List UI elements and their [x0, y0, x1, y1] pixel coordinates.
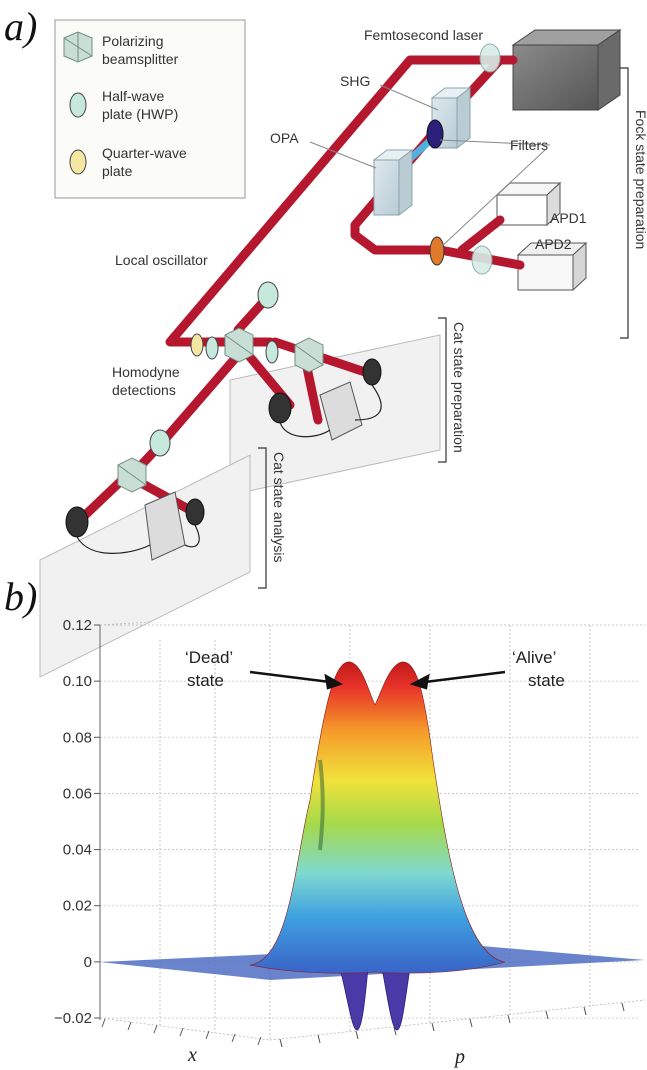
apd-beamsplitter-icon [471, 245, 493, 275]
panel-a-letter: a) [4, 4, 37, 49]
cable-3 [184, 524, 200, 548]
cable-2 [279, 421, 331, 438]
z-tick-label: 0.06 [63, 785, 92, 802]
z-tick-label: 0 [84, 954, 92, 971]
legend-beamsplitter-line2: beamsplitter [102, 51, 179, 67]
p-axis-label: p [453, 1046, 465, 1068]
apd2-detector [516, 241, 588, 292]
hwp-icon-2 [257, 281, 279, 309]
photodiode-4 [65, 506, 89, 538]
p-tick-mark [583, 1006, 587, 1016]
x-axis-label: x [187, 1044, 197, 1066]
bracket-cat-prep: Cat state preparation [438, 317, 467, 463]
p-tick-mark [279, 1038, 283, 1048]
arrow-alive-head [409, 673, 430, 690]
z-tick-label: 0.04 [63, 842, 92, 859]
beamsplitter-2 [294, 337, 324, 373]
surface-shadow [318, 759, 325, 851]
beamsplitter-3 [117, 457, 147, 493]
x-tick-mark [205, 1030, 210, 1040]
annotation-alive-line1: ‘Alive’ [512, 648, 556, 667]
x-ticks [101, 1002, 625, 1048]
beamsplitter-1 [224, 327, 254, 363]
z-tick-label: 0.02 [63, 898, 92, 915]
p-tick-mark [507, 1014, 511, 1024]
hwp-icon-1 [205, 336, 219, 360]
half-wave-plate-icon [69, 92, 87, 118]
label-apd2: APD2 [535, 236, 572, 252]
wigner-surface [249, 661, 506, 974]
photodiode-3 [185, 498, 205, 526]
legend-beamsplitter-line1: Polarizing [102, 33, 163, 49]
z-tick-label: 0.12 [63, 617, 92, 634]
label-shg: SHG [340, 73, 370, 89]
z-tick-label: 0.08 [63, 729, 92, 746]
legend-hwp-line2: plate (HWP) [102, 106, 178, 122]
x-tick-mark [101, 1018, 106, 1028]
hwp-icon-3 [265, 340, 279, 364]
annotation-dead-line1: ‘Dead’ [185, 648, 233, 667]
z-tick-label: −0.02 [54, 1010, 92, 1027]
photodiode-1 [362, 358, 382, 386]
surface-dip-right [381, 967, 411, 1031]
femtosecond-laser [511, 29, 622, 111]
filter-blue-icon [426, 119, 444, 149]
label-femtosecond-laser: Femtosecond laser [364, 27, 483, 43]
x-tick-mark [127, 1021, 132, 1031]
qwp-icon [190, 333, 204, 357]
bracket-fock: Fock state preparation [620, 67, 647, 339]
bracket-fock-label: Fock state preparation [633, 110, 647, 249]
p-tick-mark [621, 1002, 625, 1012]
cable-1 [354, 384, 382, 421]
x-tick-mark [231, 1033, 236, 1043]
x-tick-mark [153, 1024, 158, 1034]
legend-hwp-line1: Half-wave [102, 88, 164, 104]
filter-orange-icon [429, 236, 445, 266]
cable-4 [76, 536, 151, 554]
panel-b-letter: b) [4, 574, 37, 619]
label-apd1: APD1 [550, 210, 587, 226]
label-homodyne-line1: Homodyne [112, 364, 180, 380]
annotation-alive-line2: state [528, 671, 565, 690]
surface-dip-left [339, 967, 369, 1031]
legend: Polarizing beamsplitter Half-wave plate … [54, 19, 246, 199]
apd1-detector [495, 181, 562, 227]
quarter-wave-plate-icon [69, 149, 87, 175]
x-tick-mark [257, 1036, 262, 1046]
p-tick-mark [393, 1026, 397, 1036]
electronics-box-1 [319, 381, 363, 441]
annotation-arrows [249, 670, 506, 690]
beamsplitter-icon [63, 31, 93, 63]
label-opa: OPA [270, 130, 299, 146]
legend-qwp-line1: Quarter-wave [102, 145, 187, 161]
photodiode-2 [268, 392, 292, 424]
arrow-dead-head [324, 673, 344, 690]
z-tick-label: 0.10 [63, 673, 92, 690]
bracket-cat-prep-label: Cat state preparation [451, 322, 467, 453]
p-tick-mark [545, 1010, 549, 1020]
hwp-icon-4 [149, 429, 171, 457]
leader-lines [309, 84, 551, 249]
x-tick-mark [179, 1027, 184, 1037]
legend-qwp-line2: plate [102, 163, 133, 179]
label-local-oscillator: Local oscillator [115, 252, 208, 268]
p-tick-mark [469, 1018, 473, 1028]
z-tick-labels: 0.12 0.10 0.08 0.06 0.04 0.02 0 −0.02 [54, 617, 100, 1027]
p-tick-mark [355, 1030, 359, 1040]
label-homodyne-line2: detections [112, 382, 176, 398]
p-tick-mark [317, 1034, 321, 1044]
opa-crystal [372, 148, 414, 217]
label-filters: Filters [510, 137, 548, 153]
annotation-dead-line2: state [187, 671, 224, 690]
p-tick-mark [431, 1022, 435, 1032]
bracket-cat-analysis: Cat state analysis [258, 447, 287, 589]
bracket-cat-analysis-label: Cat state analysis [271, 452, 287, 563]
laser-hwp-icon [479, 43, 501, 73]
